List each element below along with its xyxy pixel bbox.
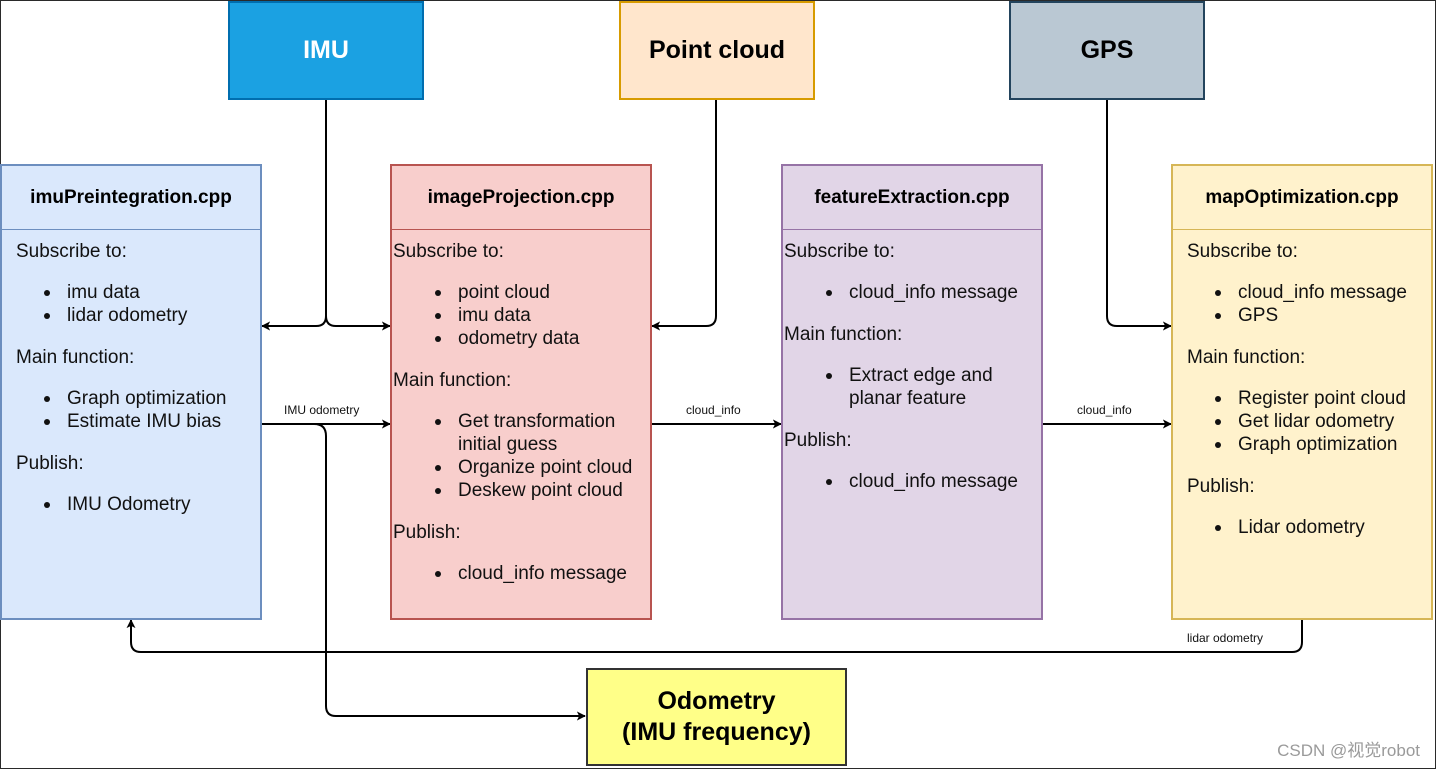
gps-input-label: GPS [1080,36,1134,64]
imu-odometry-edge-label: IMU odometry [282,403,362,417]
odometry-output-line-1: Odometry [657,687,776,715]
main-function-section: Main function: Extract edge and planar fe… [784,323,1041,410]
publish-list-item: cloud_info message [784,470,1041,493]
main-function-list-item: Register point cloud [1187,387,1431,410]
subscribe-list-item: cloud_info message [1187,281,1431,304]
publish-heading: Publish: [16,453,84,474]
main-function-list-item: Get transformation initial guess [393,410,650,456]
publish-list-item: Lidar odometry [1187,516,1431,539]
imu-input-box: IMU [228,1,424,100]
publish-list: cloud_info message [393,562,650,585]
publish-heading: Publish: [1187,476,1255,497]
point-cloud-input-label: Point cloud [648,36,786,64]
odometry-output-box: Odometry (IMU frequency) [586,668,847,766]
subscribe-heading: Subscribe to: [784,241,895,262]
main-function-list-item: Graph optimization [1187,433,1431,456]
subscribe-list-item: imu data [16,281,260,304]
main-function-list-item: Deskew point cloud [393,479,650,502]
subscribe-heading: Subscribe to: [16,241,127,262]
main-function-list-item: Organize point cloud [393,456,650,479]
pointcloud-to-projection-edge [651,100,717,331]
publish-heading: Publish: [393,522,461,543]
subscribe-heading: Subscribe to: [393,241,504,262]
publish-section: Publish: Lidar odometry [1187,475,1431,539]
gps-input-box: GPS [1009,1,1205,100]
publish-list-item: IMU Odometry [16,493,260,516]
subscribe-list-item: lidar odometry [16,304,260,327]
publish-list: Lidar odometry [1187,516,1431,539]
main-function-list-item: Extract edge and planar feature [784,364,1041,410]
subscribe-section: Subscribe to: cloud_info message [784,230,1041,304]
cloud-info-edge-label-2: cloud_info [1075,403,1134,417]
publish-list: cloud_info message [784,470,1041,493]
subscribe-list-item: odometry data [393,327,650,350]
cloud-info-edge-label-1: cloud_info [684,403,743,417]
publish-list-item: cloud_info message [393,562,650,585]
subscribe-heading: Subscribe to: [1187,241,1298,262]
subscribe-list: cloud_info message [784,281,1041,304]
module-title: imuPreintegration.cpp [2,166,260,230]
subscribe-list-item: GPS [1187,304,1431,327]
publish-section: Publish: cloud_info message [393,521,650,585]
subscribe-list-item: imu data [393,304,650,327]
odometry-output-line-2: (IMU frequency) [622,718,811,746]
main-function-section: Main function: Get transformation initial… [393,369,650,502]
point-cloud-input-box: Point cloud [619,1,815,100]
main-function-list-item: Get lidar odometry [1187,410,1431,433]
gps-to-mapopt-edge [1106,100,1172,331]
module-title: imageProjection.cpp [392,166,650,230]
module-title: mapOptimization.cpp [1173,166,1431,230]
main-function-list: Extract edge and planar feature [784,364,1041,410]
subscribe-list-item: cloud_info message [784,281,1041,304]
publish-heading: Publish: [784,430,852,451]
lidar-odometry-edge-label: lidar odometry [1185,631,1266,645]
publish-section: Publish: cloud_info message [784,429,1041,493]
main-function-list-item: Graph optimization [16,387,260,410]
watermark: CSDN @视觉robot [1277,741,1420,760]
imu-input-label: IMU [303,36,349,64]
main-function-heading: Main function: [784,324,903,345]
main-function-heading: Main function: [16,347,135,368]
main-function-heading: Main function: [393,370,512,391]
publish-list: IMU Odometry [16,493,260,516]
main-function-list-item: Estimate IMU bias [16,410,260,433]
imu-odometry-output-edge [313,423,586,721]
publish-section: Publish: IMU Odometry [16,452,260,516]
main-function-heading: Main function: [1187,347,1306,368]
imu-to-projection-edge [325,315,391,331]
lidar-odometry-edge [126,619,1303,653]
imu-to-preintegration-edge [261,100,327,331]
module-title: featureExtraction.cpp [783,166,1041,230]
subscribe-list-item: point cloud [393,281,650,304]
